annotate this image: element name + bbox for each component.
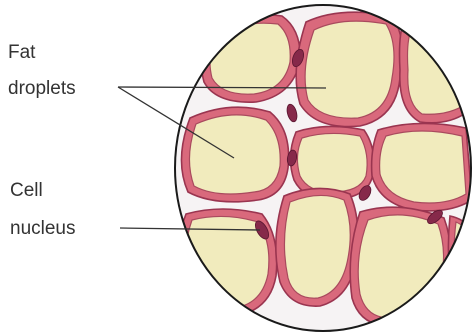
fat-droplet (189, 115, 280, 194)
fat-droplet (305, 21, 394, 118)
label-nucleus-line2: nucleus (10, 218, 76, 239)
fat-cell (372, 123, 472, 210)
fat-cell (296, 12, 403, 126)
fat-droplet (454, 222, 473, 294)
fat-cell (181, 107, 288, 202)
fat-cell (276, 188, 358, 306)
label-nucleus-line1: Cell (10, 180, 43, 201)
fat-droplet (210, 23, 290, 94)
label-fat-line2: droplets (8, 78, 76, 99)
microscope-view (170, 0, 473, 333)
label-fat-line1: Fat (8, 42, 36, 63)
fat-droplet (297, 133, 367, 192)
fat-droplet (358, 215, 443, 318)
fat-droplet (380, 131, 466, 203)
fat-cell (201, 15, 300, 103)
